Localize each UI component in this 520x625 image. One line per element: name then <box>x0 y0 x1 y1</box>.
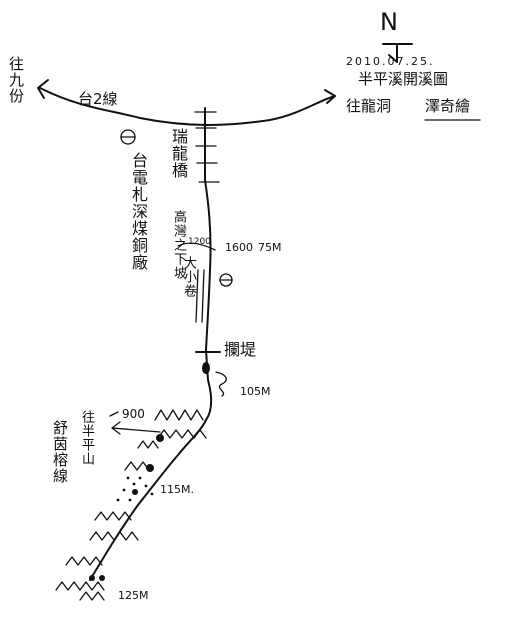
dam-label: 攔堤 <box>224 340 257 359</box>
elevation-105m: 105M <box>240 385 271 398</box>
elevation-1200: 1200 <box>188 237 211 247</box>
north-label: N <box>380 8 398 36</box>
elevation-115m: 115M. <box>160 483 194 496</box>
credit-date: 2010.07.25. <box>346 55 435 68</box>
gravel <box>116 476 154 502</box>
credit-to-longdong: 往龍洞 <box>346 97 392 115</box>
road-highway-2 <box>37 79 336 126</box>
waterfall-icon <box>177 242 216 323</box>
elevation-1600: 1600 <box>225 241 253 254</box>
time-900: 900 <box>122 407 145 421</box>
left-trail-label: 舒茵榕線 <box>51 420 69 484</box>
south-destination-label: 往半平山 <box>79 410 94 466</box>
factory-label: 台電札深煤銅廠 <box>129 152 148 271</box>
trail-note-label: 高灣之下坡 <box>171 210 186 280</box>
road-label: 台2線 <box>78 90 118 108</box>
bridge-marks <box>194 111 220 183</box>
elevation-125m: 125M <box>118 589 149 602</box>
north-arrow-icon <box>382 43 413 63</box>
stream-line <box>89 107 213 581</box>
credit-title: 半平溪開溪圖 <box>358 70 449 88</box>
side-trail <box>109 411 161 435</box>
bridge-label: 瑞龍橋 <box>169 128 188 179</box>
rapids <box>55 409 207 601</box>
pool-dots <box>89 434 164 581</box>
trail-note2-label: 大小卷 <box>181 256 196 298</box>
west-destination-label: 往九份 <box>7 56 25 104</box>
elevation-75m: 75M <box>258 241 282 254</box>
water-pump-icon <box>120 129 233 287</box>
dam-marker <box>195 351 227 397</box>
credit-author: 澤奇繪 <box>425 97 471 115</box>
